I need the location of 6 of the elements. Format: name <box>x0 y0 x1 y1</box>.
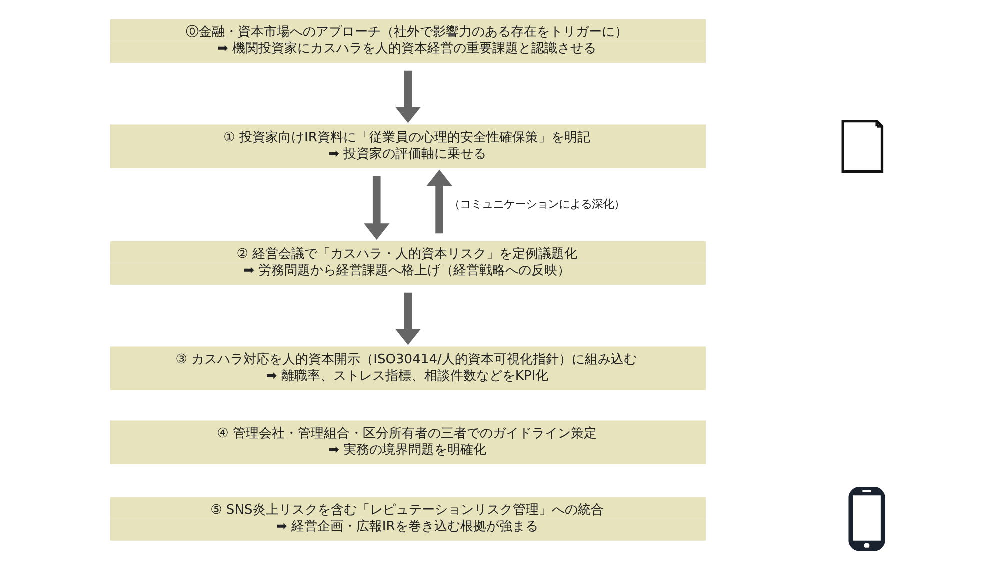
node-picture <box>848 486 885 552</box>
arrow <box>426 170 452 234</box>
arrow <box>394 70 421 124</box>
arrow <box>364 176 390 240</box>
arrow <box>394 292 421 346</box>
edge-label: （コミュニケーションによる深化） <box>448 198 625 211</box>
